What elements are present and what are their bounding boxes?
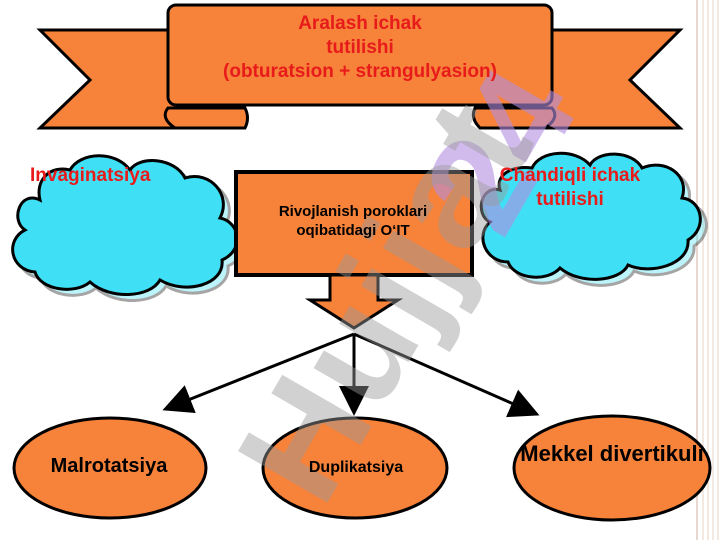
node-malrotatsiya-label: Malrotatsiya (50, 455, 168, 477)
arrow-to-mekkel (353, 332, 540, 418)
node-mekkel-label: Mekkel divertikuli (520, 441, 704, 466)
right-cloud-label: Chandiqli ichak tutilishi (499, 165, 641, 210)
node-duplikatsiya-label: Duplikatsiya (308, 459, 404, 476)
banner-left-tail (36, 28, 182, 130)
banner-right-fold (471, 106, 557, 130)
left-cloud-label: Invaginatsiya (30, 165, 151, 186)
banner-left-fold (163, 106, 249, 130)
down-arrow (304, 273, 404, 330)
banner-title-line2: tutilishi (326, 36, 394, 58)
banner-title-line1: Aralash ichak (298, 13, 422, 34)
node-duplikatsiya (261, 416, 449, 520)
banner-title: Aralash ichak tutilishi (obturatsion + s… (170, 12, 550, 83)
node-mekkel (512, 414, 712, 522)
banner-title-line3: (obturatsion + strangulyasion) (223, 60, 497, 82)
slide-border-line (696, 0, 698, 540)
center-box-text: Rivojlanish poroklari oqibatidagi O‘IT (278, 203, 428, 239)
node-malrotatsiya (12, 416, 208, 520)
arrow-to-malrotatsiya (162, 332, 355, 414)
left-cloud (11, 154, 245, 302)
banner-main (166, 3, 554, 107)
slide-border-pattern (702, 0, 720, 540)
right-cloud (479, 151, 708, 287)
